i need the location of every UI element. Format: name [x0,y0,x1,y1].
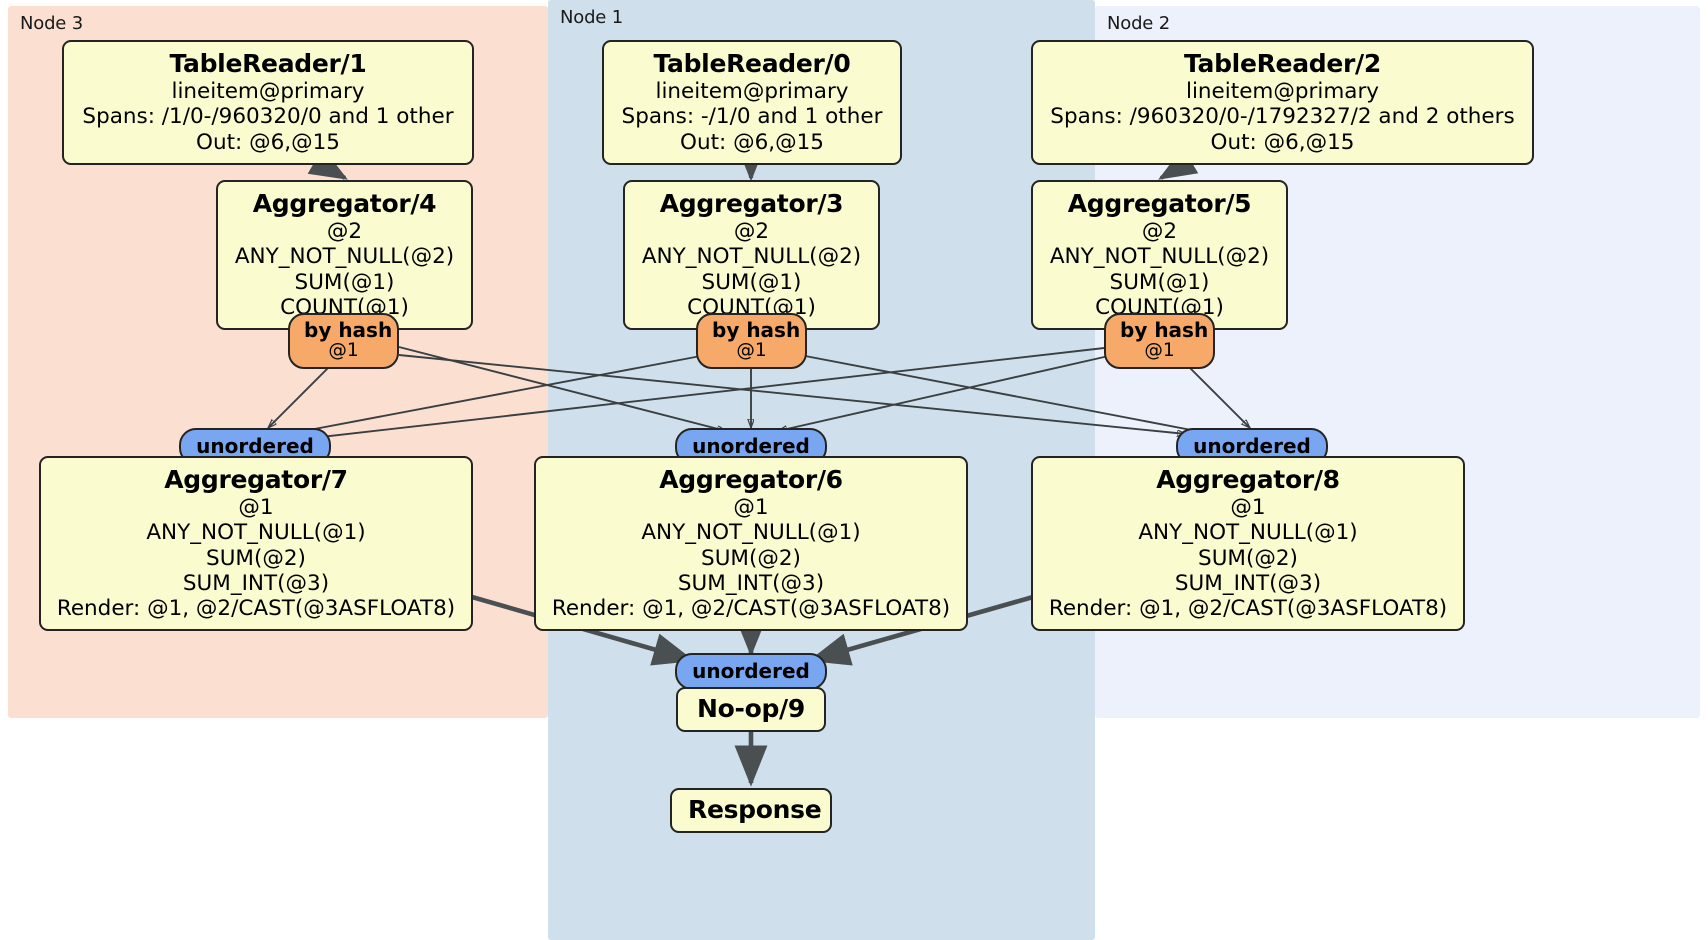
processor-aggregator-6[interactable]: Aggregator/6 @1 ANY_NOT_NULL(@1) SUM(@2)… [534,456,968,631]
processor-detail-agg2: SUM(@1) [1109,269,1210,295]
synchronizer-unordered-final[interactable]: unordered [675,653,827,691]
processor-detail-agg3: SUM_INT(@3) [182,570,330,596]
processor-detail-agg1: ANY_NOT_NULL(@1) [641,520,861,546]
processor-title: Aggregator/4 [252,189,437,218]
processor-aggregator-7[interactable]: Aggregator/7 @1 ANY_NOT_NULL(@1) SUM(@2)… [39,456,473,631]
processor-detail-agg2: SUM(@1) [701,269,802,295]
router-label: by hash [1120,318,1209,342]
processor-aggregator-3[interactable]: Aggregator/3 @2 ANY_NOT_NULL(@2) SUM(@1)… [623,180,880,330]
processor-title: TableReader/0 [653,49,851,78]
processor-noop-9[interactable]: No-op/9 [676,687,826,732]
processor-detail-agg2: SUM(@1) [294,269,395,295]
synchronizer-label: unordered [692,659,810,683]
router-label: by hash [304,318,393,342]
processor-tablereader-2[interactable]: TableReader/2 lineitem@primary Spans: /9… [1031,40,1534,165]
processor-detail-groupcols: @1 [733,495,769,521]
processor-title: Aggregator/5 [1067,189,1252,218]
processor-response[interactable]: Response [670,788,832,833]
processor-detail-groupcols: @1 [238,495,274,521]
processor-tablereader-1[interactable]: TableReader/1 lineitem@primary Spans: /1… [62,40,474,165]
processor-detail-out: Out: @6,@15 [196,129,340,155]
processor-detail-spans: Spans: /1/0-/960320/0 and 1 other [82,104,454,130]
router-column: @1 [736,340,767,362]
processor-detail-agg3: SUM_INT(@3) [677,570,825,596]
processor-detail-out: Out: @6,@15 [1210,129,1355,155]
processor-detail-agg2: SUM(@2) [206,545,306,571]
processor-detail-agg1: ANY_NOT_NULL(@2) [234,244,455,270]
router-label: by hash [712,318,801,342]
processor-title: Aggregator/6 [659,465,843,494]
synchronizer-label: unordered [1193,434,1311,458]
processor-detail-groupcols: @1 [1230,495,1266,521]
processor-title: TableReader/1 [169,49,367,78]
node-panel-label-node3: Node 3 [20,13,83,34]
node-panel-label-node2: Node 2 [1107,13,1170,34]
processor-detail-render: Render: @1, @2/CAST(@3ASFLOAT8) [56,595,456,621]
processor-detail-groupcols: @2 [733,219,770,245]
processor-aggregator-4[interactable]: Aggregator/4 @2 ANY_NOT_NULL(@2) SUM(@1)… [216,180,473,330]
processor-detail-agg1: ANY_NOT_NULL(@1) [146,520,366,546]
processor-detail-agg3: SUM_INT(@3) [1174,570,1322,596]
processor-detail-agg2: SUM(@2) [701,545,801,571]
processor-detail-spans: Spans: -/1/0 and 1 other [621,104,883,130]
synchronizer-label: unordered [692,434,810,458]
processor-detail-render: Render: @1, @2/CAST(@3ASFLOAT8) [1048,595,1448,621]
processor-detail-table: lineitem@primary [1185,79,1380,105]
router-by-hash-right[interactable]: by hash @1 [1104,313,1215,370]
processor-title: Aggregator/8 [1156,465,1340,494]
router-column: @1 [328,340,359,362]
router-by-hash-center[interactable]: by hash @1 [696,313,807,370]
router-column: @1 [1144,340,1175,362]
processor-detail-agg2: SUM(@2) [1198,545,1298,571]
processor-detail-agg1: ANY_NOT_NULL(@1) [1138,520,1358,546]
processor-detail-groupcols: @2 [326,219,363,245]
processor-tablereader-0[interactable]: TableReader/0 lineitem@primary Spans: -/… [602,40,902,165]
processor-detail-out: Out: @6,@15 [680,129,824,155]
node-panel-label-node1: Node 1 [560,7,623,28]
processor-title: TableReader/2 [1183,49,1381,78]
processor-detail-spans: Spans: /960320/0-/1792327/2 and 2 others [1050,104,1515,130]
synchronizer-label: unordered [196,434,314,458]
processor-title: Aggregator/3 [659,189,844,218]
processor-detail-agg1: ANY_NOT_NULL(@2) [641,244,862,270]
processor-title: Aggregator/7 [164,465,348,494]
processor-detail-table: lineitem@primary [171,79,365,105]
router-by-hash-left[interactable]: by hash @1 [288,313,399,370]
processor-aggregator-5[interactable]: Aggregator/5 @2 ANY_NOT_NULL(@2) SUM(@1)… [1031,180,1288,330]
processor-aggregator-8[interactable]: Aggregator/8 @1 ANY_NOT_NULL(@1) SUM(@2)… [1031,456,1465,631]
processor-detail-groupcols: @2 [1141,219,1178,245]
processor-detail-table: lineitem@primary [655,79,849,105]
processor-detail-agg1: ANY_NOT_NULL(@2) [1049,244,1270,270]
processor-detail-render: Render: @1, @2/CAST(@3ASFLOAT8) [551,595,951,621]
